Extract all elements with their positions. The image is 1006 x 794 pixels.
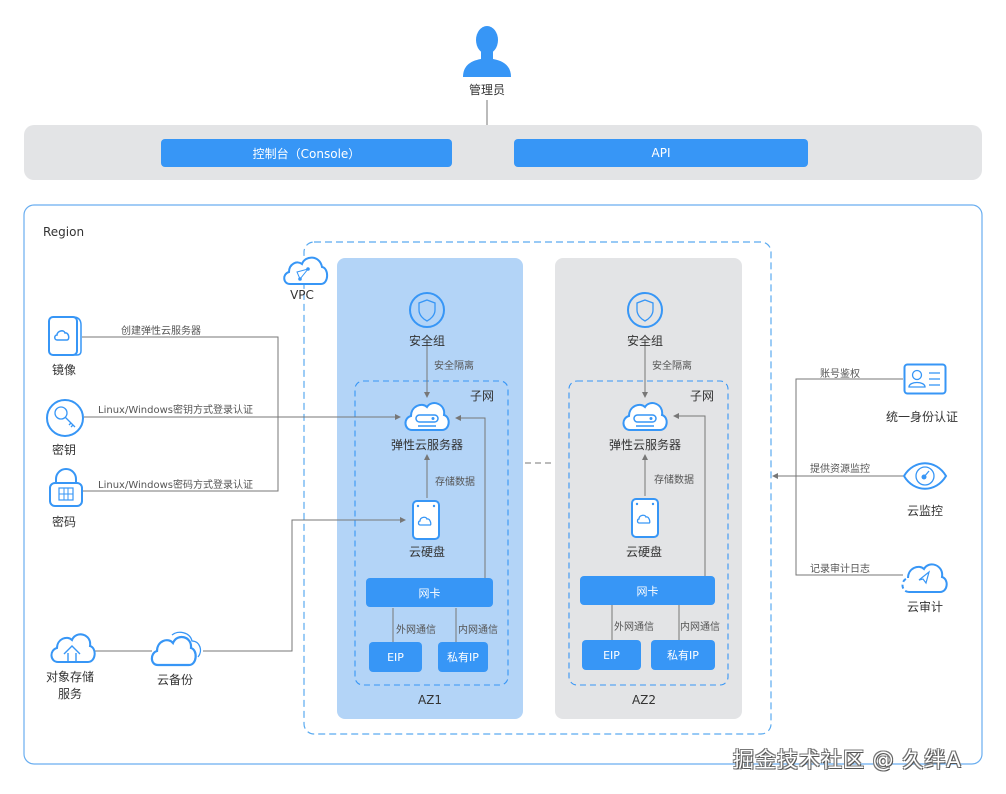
key-label: 密钥: [51, 443, 76, 457]
iam-label: 统一身份认证: [885, 410, 958, 424]
key-login-link-label: Linux/Windows密钥方式登录认证: [98, 405, 253, 416]
iam-id-card-icon[interactable]: [903, 363, 947, 399]
ces-label: 云监控: [906, 504, 943, 518]
az1-external-label: 外网通信: [396, 625, 436, 636]
ces-monitor-eye-icon[interactable]: [902, 459, 948, 497]
admin-label: 管理员: [468, 83, 505, 97]
az2-ecs-icon[interactable]: [620, 396, 670, 438]
region-label: Region: [43, 225, 85, 239]
image-icon[interactable]: [47, 315, 83, 361]
az1-shield-icon[interactable]: [408, 291, 446, 333]
cts-audit-cloud-icon[interactable]: [899, 558, 949, 600]
az2-eip-button[interactable]: EIP: [582, 640, 641, 670]
vpc-box: [303, 241, 772, 735]
password-label: 密码: [51, 515, 76, 529]
az2-evs-label: 云硬盘: [625, 545, 662, 559]
az1-eip-button[interactable]: EIP: [369, 642, 422, 672]
az1-private-ip-button[interactable]: 私有IP: [438, 642, 488, 672]
az2-isolation-label: 安全隔离: [652, 361, 692, 372]
backup-cloud-icon[interactable]: [150, 627, 206, 673]
backup-label: 云备份: [156, 673, 193, 687]
az1-nic-button[interactable]: 网卡: [366, 578, 493, 607]
vpc-cloud-icon: [280, 250, 330, 294]
image-label: 镜像: [51, 363, 76, 377]
watermark: 掘金技术社区 @ 久绊A: [733, 748, 962, 772]
ces-link-label: 提供资源监控: [810, 464, 870, 475]
api-button[interactable]: API: [514, 139, 808, 167]
iam-link-label: 账号鉴权: [820, 369, 860, 380]
az1-label: AZ1: [417, 693, 443, 707]
az2-nic-button[interactable]: 网卡: [580, 576, 715, 605]
az1-internal-label: 内网通信: [458, 625, 498, 636]
az1-subnet-label: 子网: [470, 389, 495, 403]
user-icon: [459, 23, 515, 83]
cts-label: 云审计: [906, 600, 943, 614]
az1-ecs-icon[interactable]: [402, 396, 452, 438]
az1-storage-label: 存储数据: [435, 477, 475, 488]
az1-security-group-label: 安全组: [408, 334, 445, 348]
az2-storage-label: 存储数据: [654, 475, 694, 486]
az2-subnet-box: [568, 380, 729, 686]
obs-upload-cloud-icon[interactable]: [48, 628, 96, 670]
az2-internal-label: 内网通信: [680, 622, 720, 633]
az1-isolation-label: 安全隔离: [434, 361, 474, 372]
az1-subnet-box: [354, 380, 509, 686]
az2-private-ip-button[interactable]: 私有IP: [651, 640, 715, 670]
az1-evs-label: 云硬盘: [408, 545, 445, 559]
az2-evs-disk-icon[interactable]: [630, 497, 660, 543]
az2-security-group-label: 安全组: [626, 334, 663, 348]
password-login-link-label: Linux/Windows密码方式登录认证: [98, 480, 253, 491]
az2-ecs-label: 弹性云服务器: [608, 438, 681, 452]
az1-evs-disk-icon[interactable]: [411, 499, 441, 545]
vpc-label: VPC: [290, 288, 314, 302]
key-icon[interactable]: [45, 398, 85, 442]
cts-link-label: 记录审计日志: [810, 564, 870, 575]
obs-label-line1: 对象存储: [45, 670, 94, 684]
password-lock-icon[interactable]: [48, 468, 84, 512]
az1-ecs-label: 弹性云服务器: [390, 438, 463, 452]
az2-shield-icon[interactable]: [626, 291, 664, 333]
obs-label-line2: 服务: [57, 687, 82, 701]
console-button[interactable]: 控制台（Console）: [161, 139, 452, 167]
az2-label: AZ2: [631, 693, 657, 707]
az2-external-label: 外网通信: [614, 622, 654, 633]
az2-subnet-label: 子网: [690, 389, 715, 403]
create-ecs-link-label: 创建弹性云服务器: [121, 326, 201, 337]
